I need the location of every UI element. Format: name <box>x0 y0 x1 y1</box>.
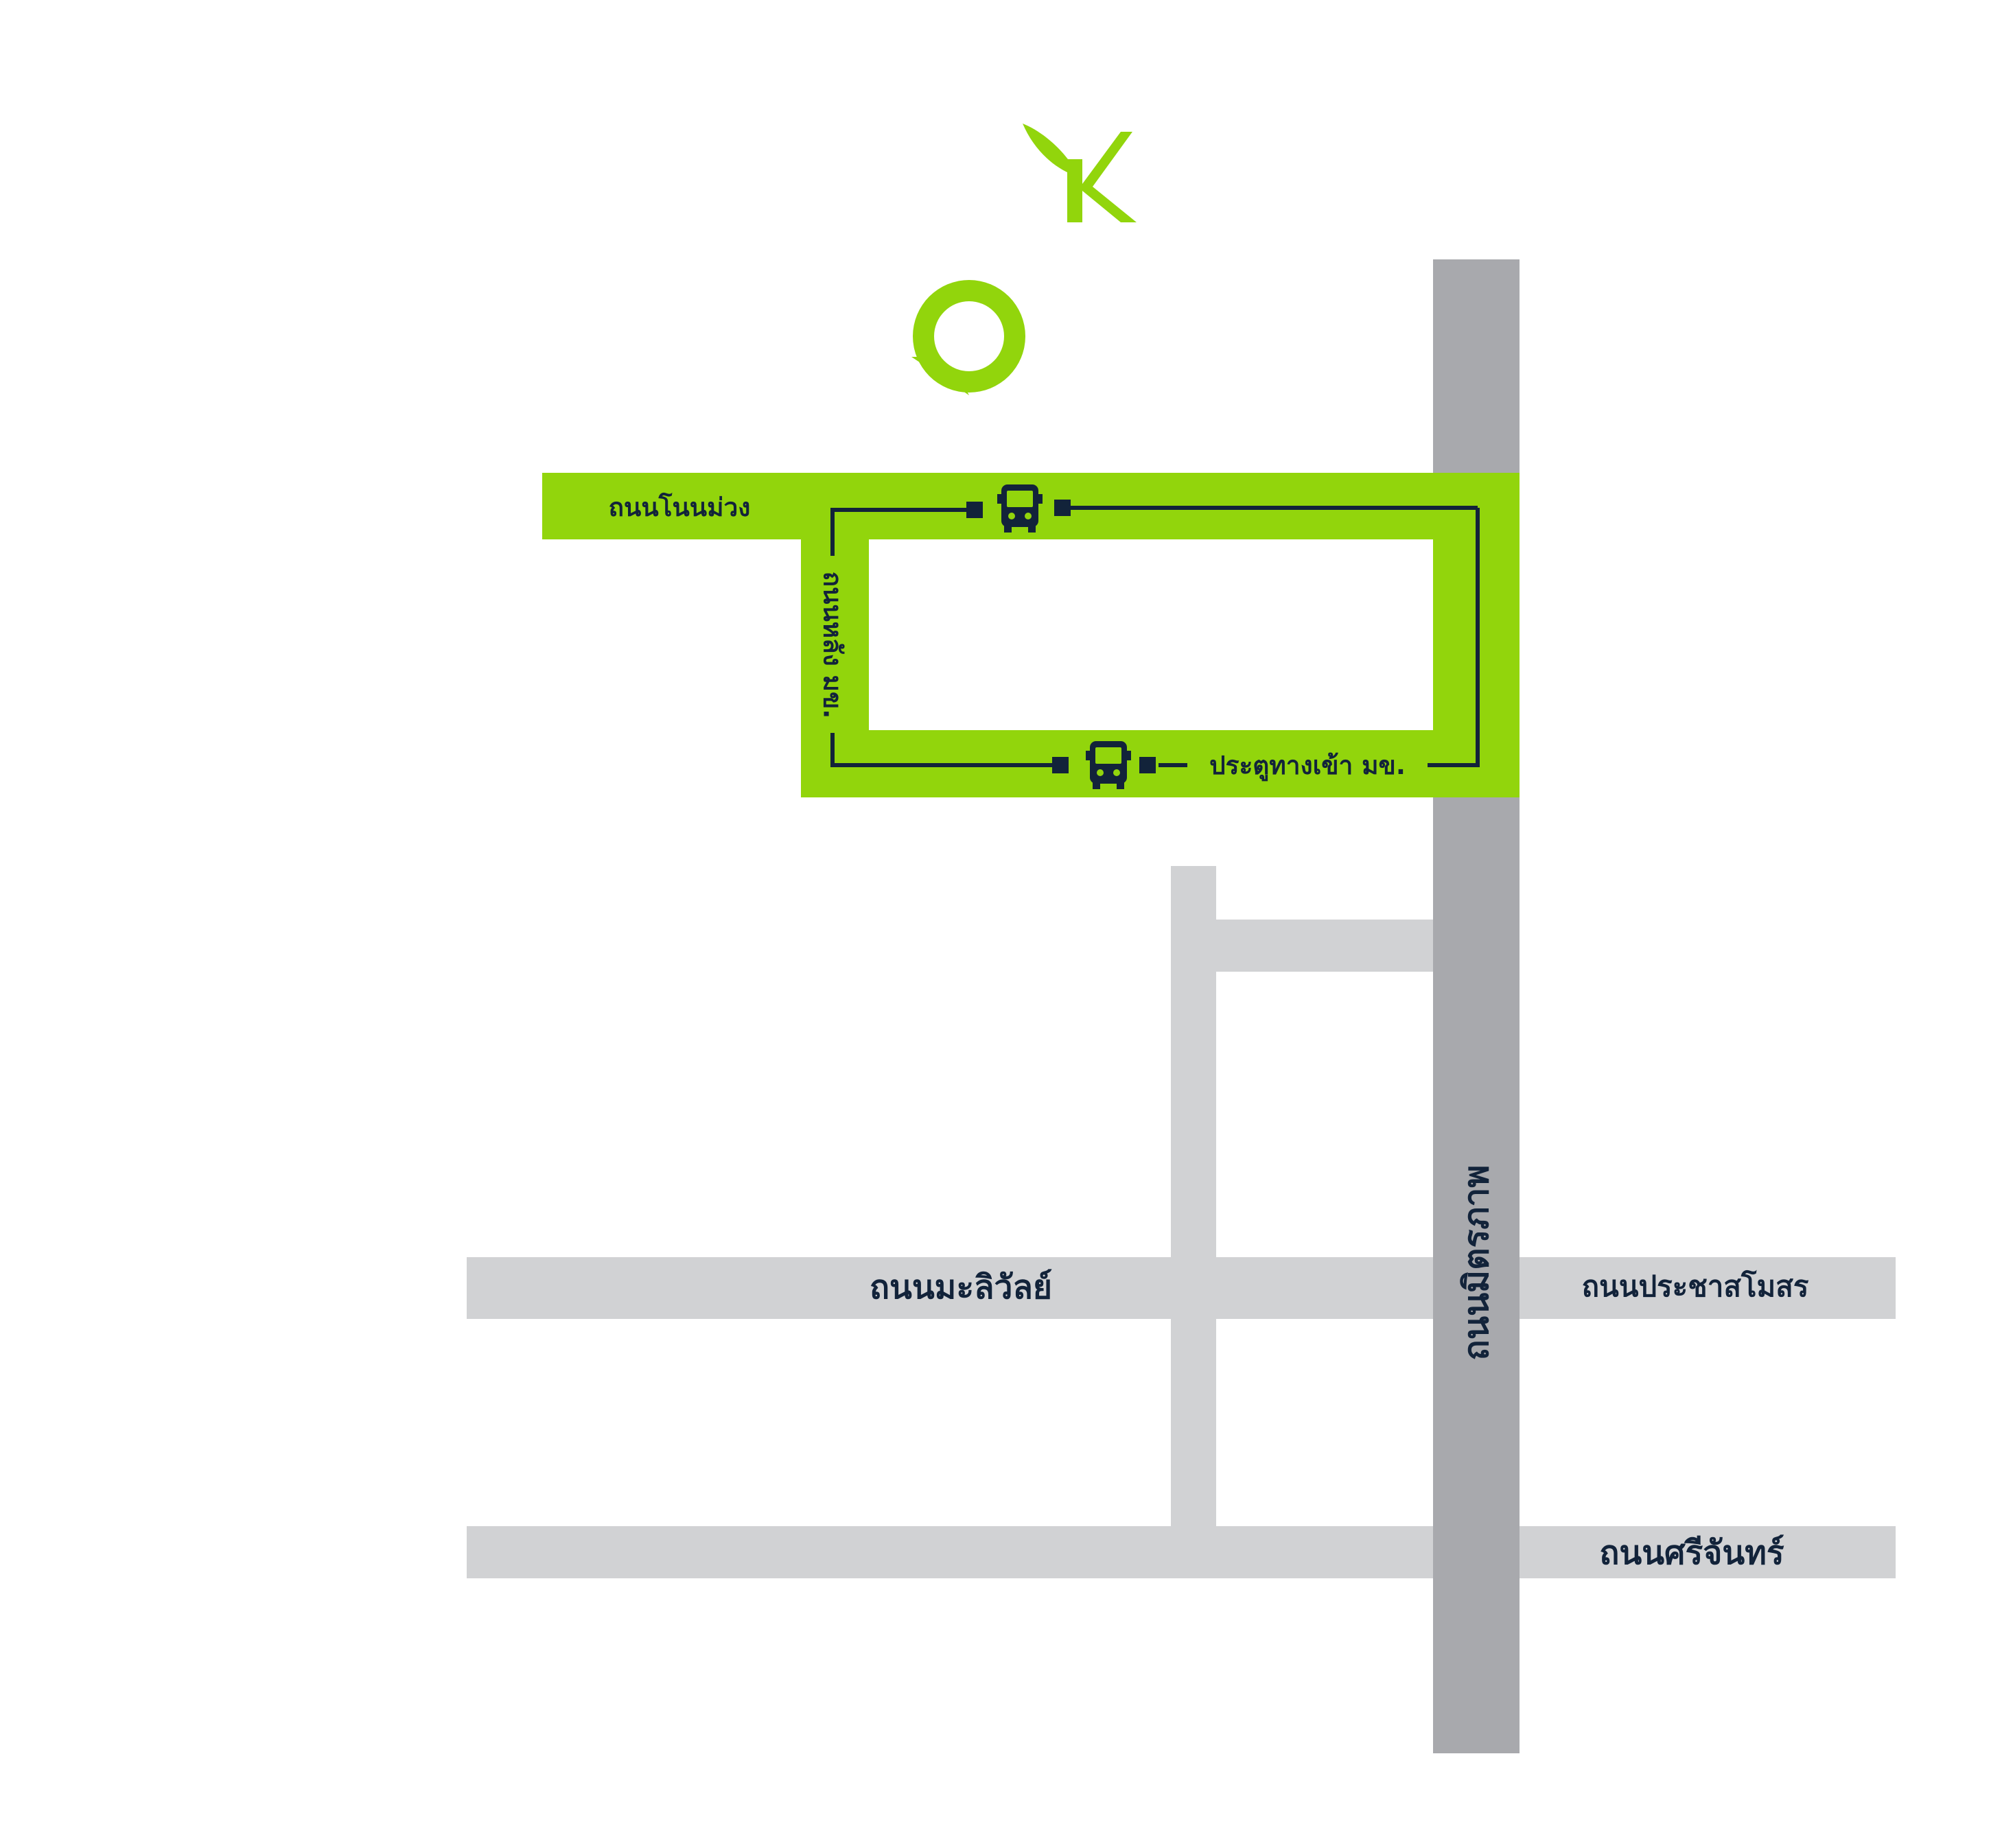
stop-marker <box>1052 757 1069 773</box>
road-srichan <box>467 1526 1896 1578</box>
route-line-bottom-left <box>830 733 1060 767</box>
label-maliwan: ถนนมะลิวัลย์ <box>870 1268 1052 1307</box>
logo-leaf <box>1023 124 1079 177</box>
stop-marker <box>966 502 983 518</box>
location-pin-icon <box>911 280 1025 395</box>
road-non-muang <box>542 473 801 539</box>
stop-marker <box>1139 757 1156 773</box>
label-gate: ประตูทางเข้า มข. <box>1209 751 1406 782</box>
road-side-vertical <box>1171 866 1216 1530</box>
label-mittraphap: ถนนมิตรภาพ <box>1456 1165 1496 1361</box>
logo-arms <box>1082 132 1137 222</box>
label-prachasamosorn: ถนนประชาสโมสร <box>1582 1270 1809 1303</box>
label-lang-mk: ถนนหลัง มข. <box>818 572 848 719</box>
label-srichan: ถนนศรีจันทร์ <box>1599 1534 1784 1572</box>
bus-route <box>830 506 1480 767</box>
label-non-muang: ถนนโนนม่วง <box>609 492 751 522</box>
leaf-k-logo <box>1023 124 1137 222</box>
minor-roads <box>467 866 1896 1578</box>
bus-icon <box>997 484 1043 533</box>
bus-icon <box>1086 741 1131 789</box>
stop-marker <box>1054 500 1071 516</box>
campus-ring <box>801 473 1520 797</box>
logo-stem <box>1067 159 1082 222</box>
route-line-top-left <box>830 508 975 556</box>
route-line-right <box>1428 508 1480 767</box>
road-side-branch <box>1216 920 1433 972</box>
route-stop-markers <box>966 500 1156 773</box>
